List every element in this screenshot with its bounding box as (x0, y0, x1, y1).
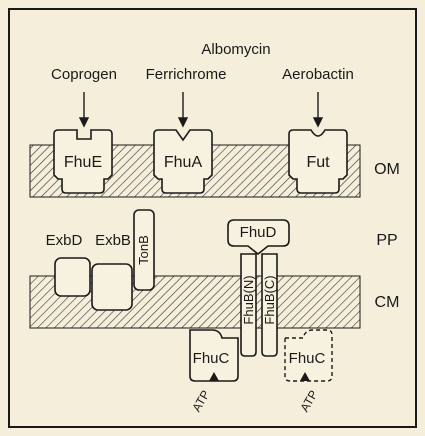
fhub-c-domain (261, 253, 278, 357)
fhud-protein (227, 219, 290, 256)
exbd-protein (54, 257, 91, 297)
fhuc-left-protein (189, 329, 239, 382)
coprogen-arrowhead (78, 117, 90, 128)
atp-right-triangle (300, 372, 310, 381)
fhue-receptor (53, 129, 113, 194)
diagram-frame (8, 8, 417, 428)
fhub-n-domain (240, 253, 257, 357)
exbb-protein (91, 263, 133, 311)
aerobactin-arrowhead (312, 117, 324, 128)
tonb-protein (133, 209, 155, 291)
fhua-receptor (153, 129, 213, 194)
uptake-arrows (78, 92, 324, 128)
fhuc-right-protein (284, 329, 333, 382)
ferrichrome-arrowhead (177, 117, 189, 128)
fut-receptor (288, 129, 348, 194)
atp-left-triangle (209, 372, 219, 381)
